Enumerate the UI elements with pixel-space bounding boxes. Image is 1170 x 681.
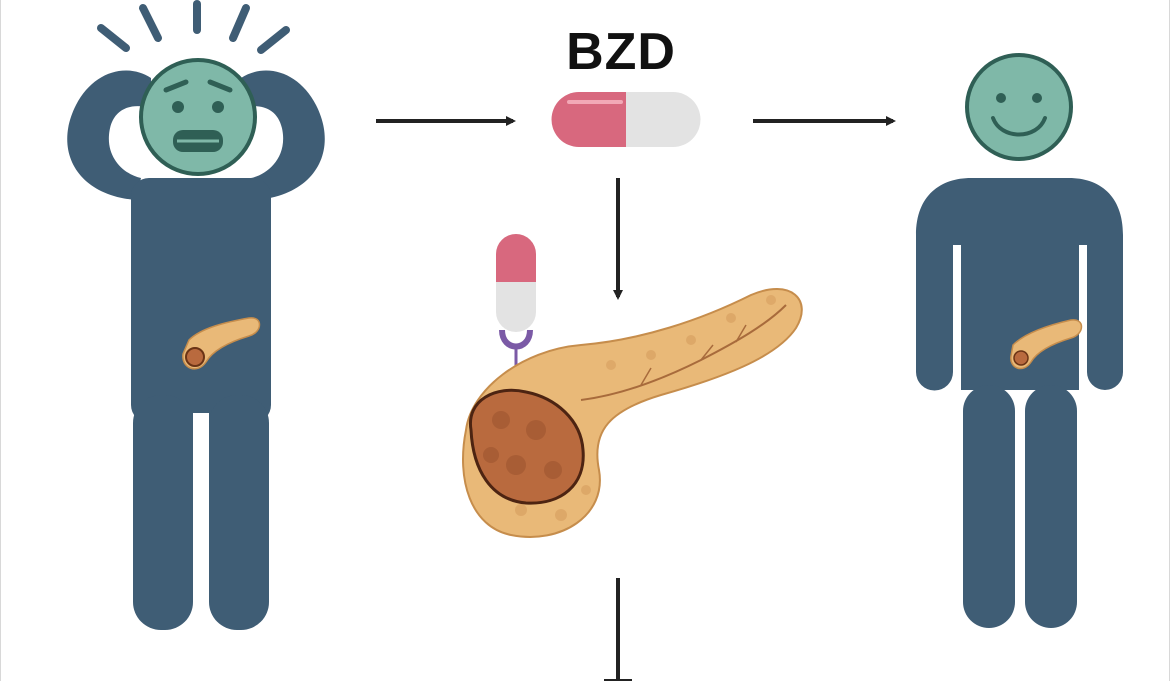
pancreas-tumor-icon: [462, 234, 803, 538]
drug-label-bzd: BZD: [566, 23, 676, 81]
happy-person-icon: [916, 53, 1123, 635]
capsule-icon: [551, 92, 701, 147]
anxious-person-icon: [67, 0, 325, 633]
